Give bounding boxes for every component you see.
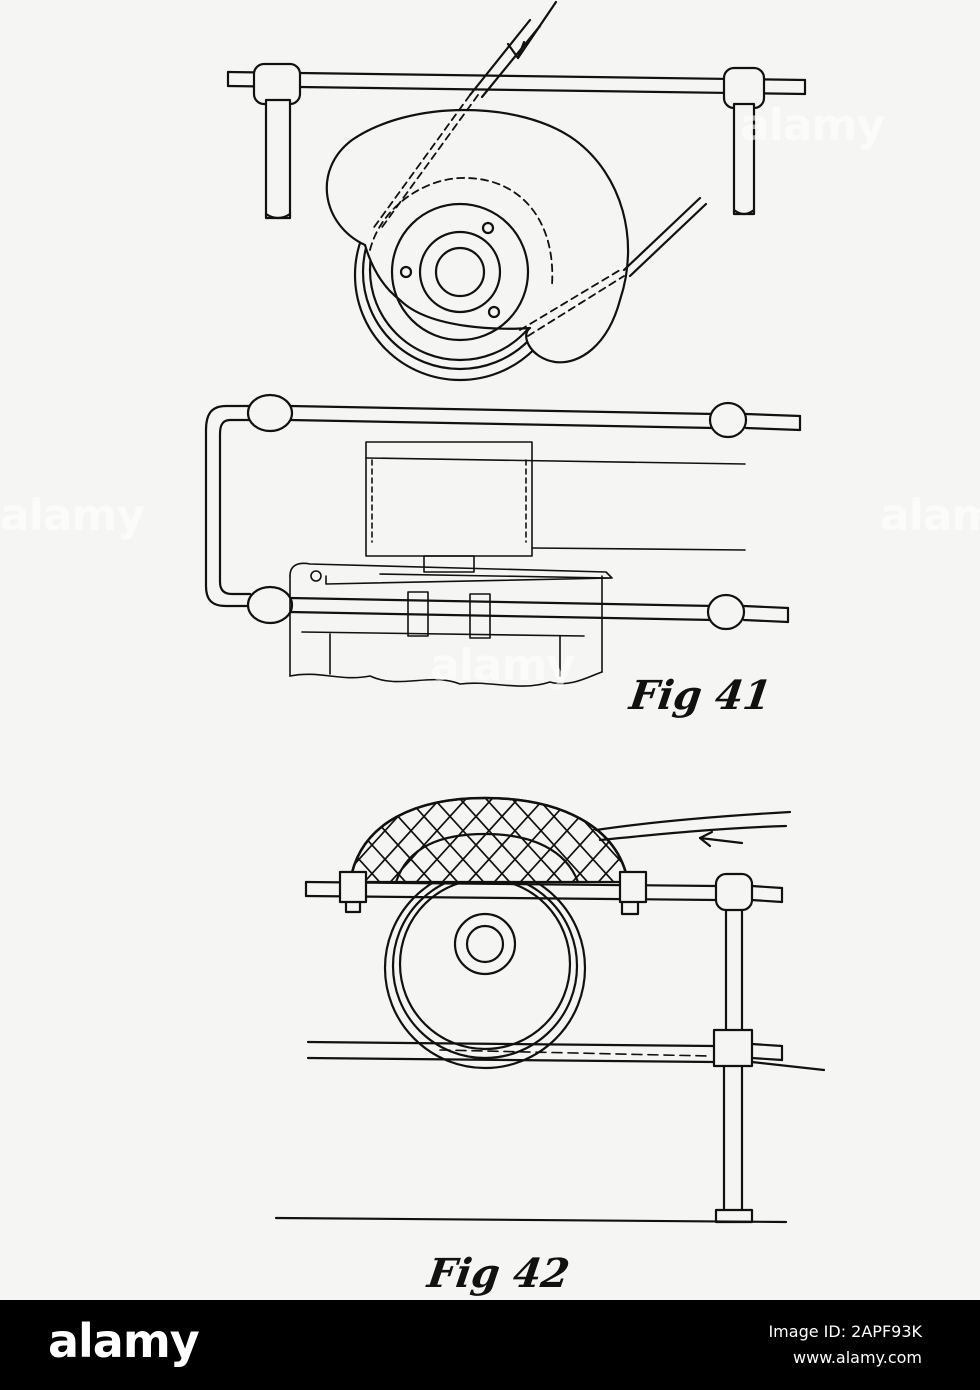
fig41-machine-body [289,441,746,687]
mesh-line [477,798,579,882]
watermark: alamy [880,490,980,541]
fig42-upright-post [712,872,784,1224]
alamy-logo[interactable]: alamy [48,1314,200,1368]
figure-caption-42: Fig 42 [424,1250,573,1297]
fig41-top-rod [226,70,807,96]
watermark: alamy [430,640,575,691]
mesh-line [503,798,605,882]
fig42-support-bar [304,870,784,916]
fig42-view [140,790,826,1224]
drawing-sheet: alamy alamy alamy alamy Fig 41 Fig 42 [0,0,980,1300]
fig42-duct-lines [274,810,826,1224]
fig41-plan-view [226,0,807,382]
technical-drawing [140,0,826,1224]
mesh-line [425,798,527,882]
fig41-hidden-lines [369,94,625,337]
fig41-wheel-flange [390,202,530,342]
watermark: alamy [0,490,145,541]
mesh-line [350,798,423,882]
mesh-line [166,790,266,900]
fig41-side-view [204,393,802,687]
mesh-line [166,790,266,900]
mesh-line [581,798,628,882]
fig41-duct [468,18,708,278]
fig41-pipe-frame [204,393,802,631]
mesh-line [451,798,553,882]
fig41-airflow-arrow [506,0,558,60]
watermark: alamy [740,100,885,151]
footer-bar: alamy Image ID: 2APF93K www.alamy.com [0,1300,980,1390]
mesh-line [529,798,628,882]
fig41-left-clamp [252,62,302,220]
mesh-line [140,790,240,900]
mesh-line [218,790,318,900]
mesh-line [244,790,344,900]
mesh-line [218,790,318,900]
mesh-line [192,790,292,900]
mesh-line [192,790,292,900]
mesh-line [140,790,240,900]
figure-caption-41: Fig 41 [626,672,775,719]
fig41-right-clamp [722,66,766,216]
mesh-line [244,790,344,900]
site-url[interactable]: www.alamy.com [793,1348,922,1367]
image-id: Image ID: 2APF93K [768,1322,922,1341]
